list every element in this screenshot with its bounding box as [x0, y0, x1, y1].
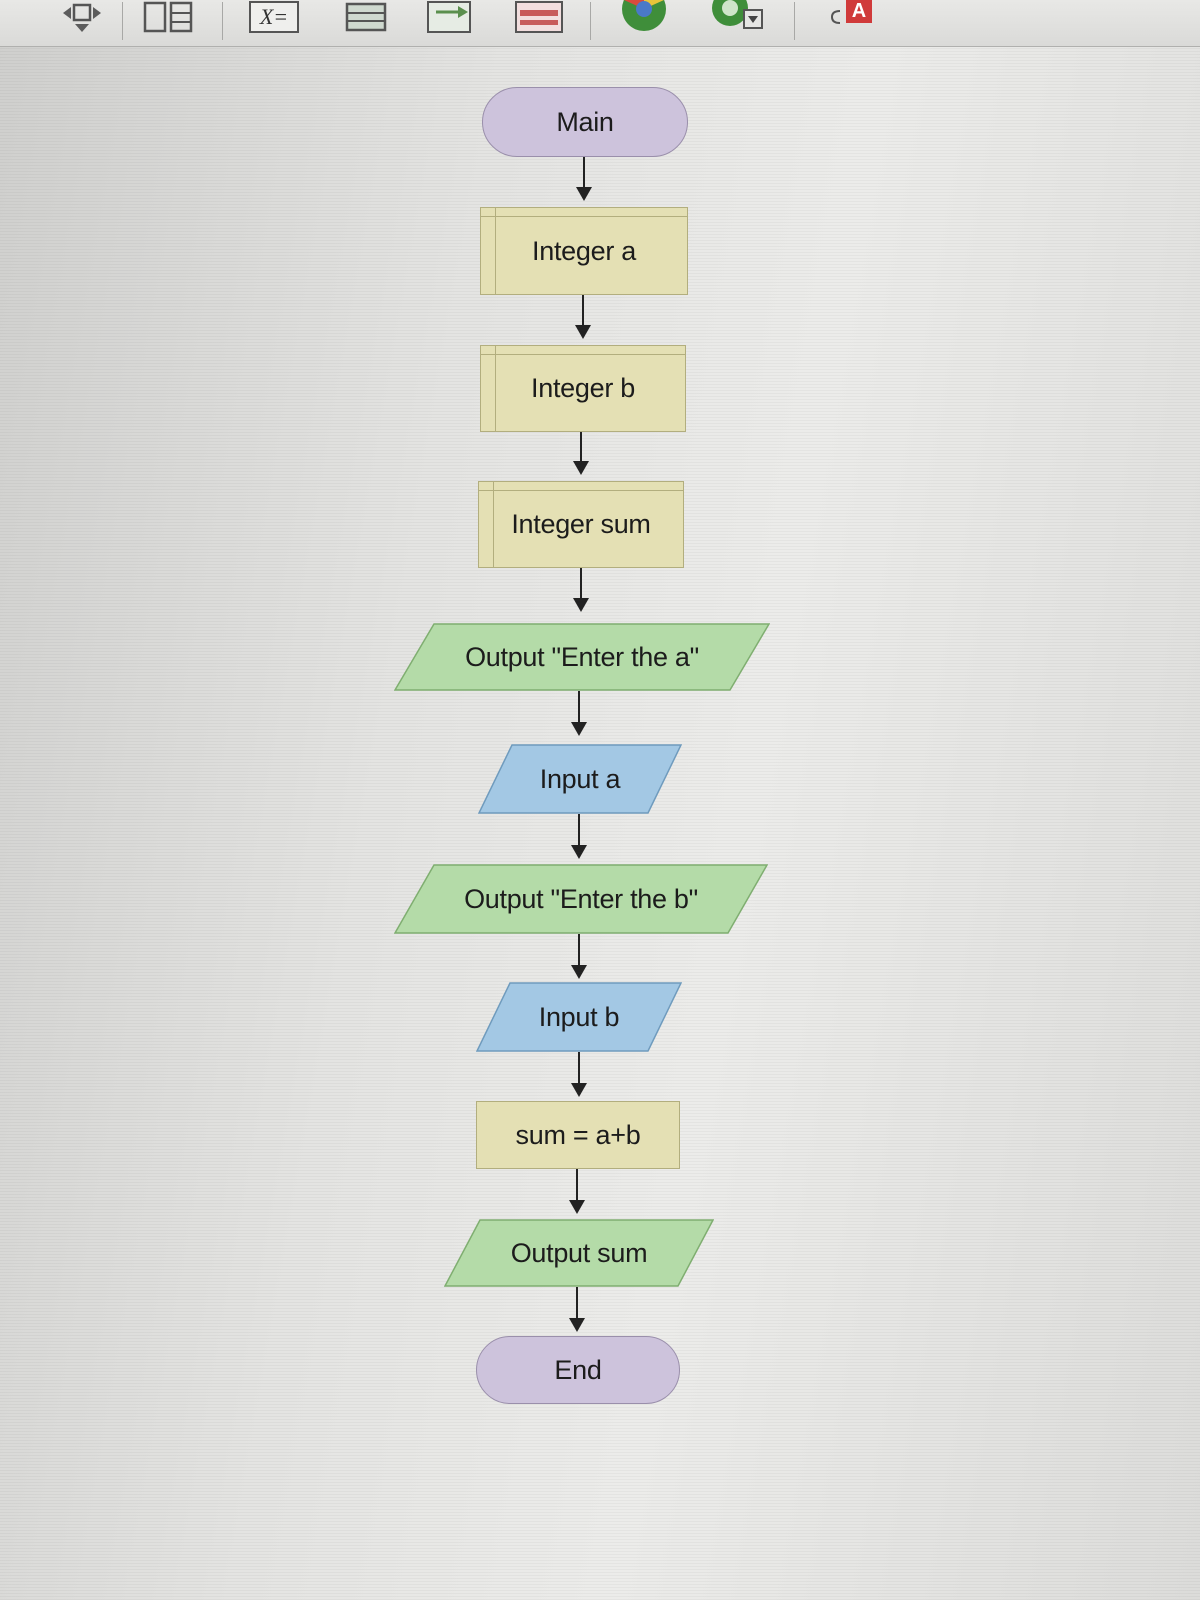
flow-arrow [569, 1287, 585, 1332]
output-a-block[interactable]: Output "Enter the a" [394, 623, 770, 691]
declare-sum-block[interactable]: Integer sum [478, 481, 684, 568]
input-b-label: Input b [538, 1001, 620, 1032]
flow-arrow [573, 568, 589, 612]
output-icon[interactable] [512, 0, 566, 34]
output-sum-label: Output sum [510, 1237, 648, 1268]
layout-icon[interactable] [138, 0, 198, 34]
declare-b-block[interactable]: Integer b [480, 345, 686, 432]
input-b-block[interactable]: Input b [476, 982, 682, 1052]
flow-arrow [573, 432, 589, 475]
refresh-icon[interactable] [706, 0, 768, 34]
text-style-icon-label: A [851, 0, 867, 22]
output-a-label: Output "Enter the a" [465, 641, 699, 672]
assign-icon[interactable]: X= [248, 0, 300, 34]
flow-arrow [576, 157, 592, 201]
toolbar: X= [0, 0, 1200, 47]
input-a-label: Input a [539, 763, 621, 794]
flow-arrow [569, 1169, 585, 1214]
navigate-icon[interactable] [56, 0, 110, 34]
start-terminal-label: Main [556, 106, 614, 137]
flow-arrow [575, 295, 591, 339]
input-a-block[interactable]: Input a [478, 744, 682, 814]
flow-arrow [571, 934, 587, 979]
declare-a-label: Integer a [532, 235, 636, 266]
end-terminal[interactable]: End [476, 1336, 680, 1404]
start-terminal[interactable]: Main [482, 87, 688, 157]
output-b-label: Output "Enter the b" [464, 883, 698, 914]
flow-arrow [571, 1052, 587, 1097]
declare-b-label: Integer b [531, 373, 635, 403]
declare-sum-label: Integer sum [511, 509, 651, 539]
assign-sum-label: sum = a+b [515, 1119, 641, 1150]
flowchart-canvas: Main Integer a Integer b Integer sum Out… [0, 47, 1200, 1600]
call-icon[interactable] [340, 0, 392, 34]
declare-a-block[interactable]: Integer a [480, 207, 688, 295]
output-b-block[interactable]: Output "Enter the b" [394, 864, 768, 934]
input-icon[interactable] [424, 0, 474, 34]
output-sum-block[interactable]: Output sum [444, 1219, 714, 1287]
text-style-icon[interactable]: A [824, 0, 876, 34]
flow-arrow [571, 691, 587, 736]
color-icon[interactable] [618, 0, 670, 34]
end-terminal-label: End [554, 1354, 602, 1385]
flow-arrow [571, 814, 587, 859]
assign-icon-label: X= [259, 4, 289, 29]
assign-sum-block[interactable]: sum = a+b [476, 1101, 680, 1169]
